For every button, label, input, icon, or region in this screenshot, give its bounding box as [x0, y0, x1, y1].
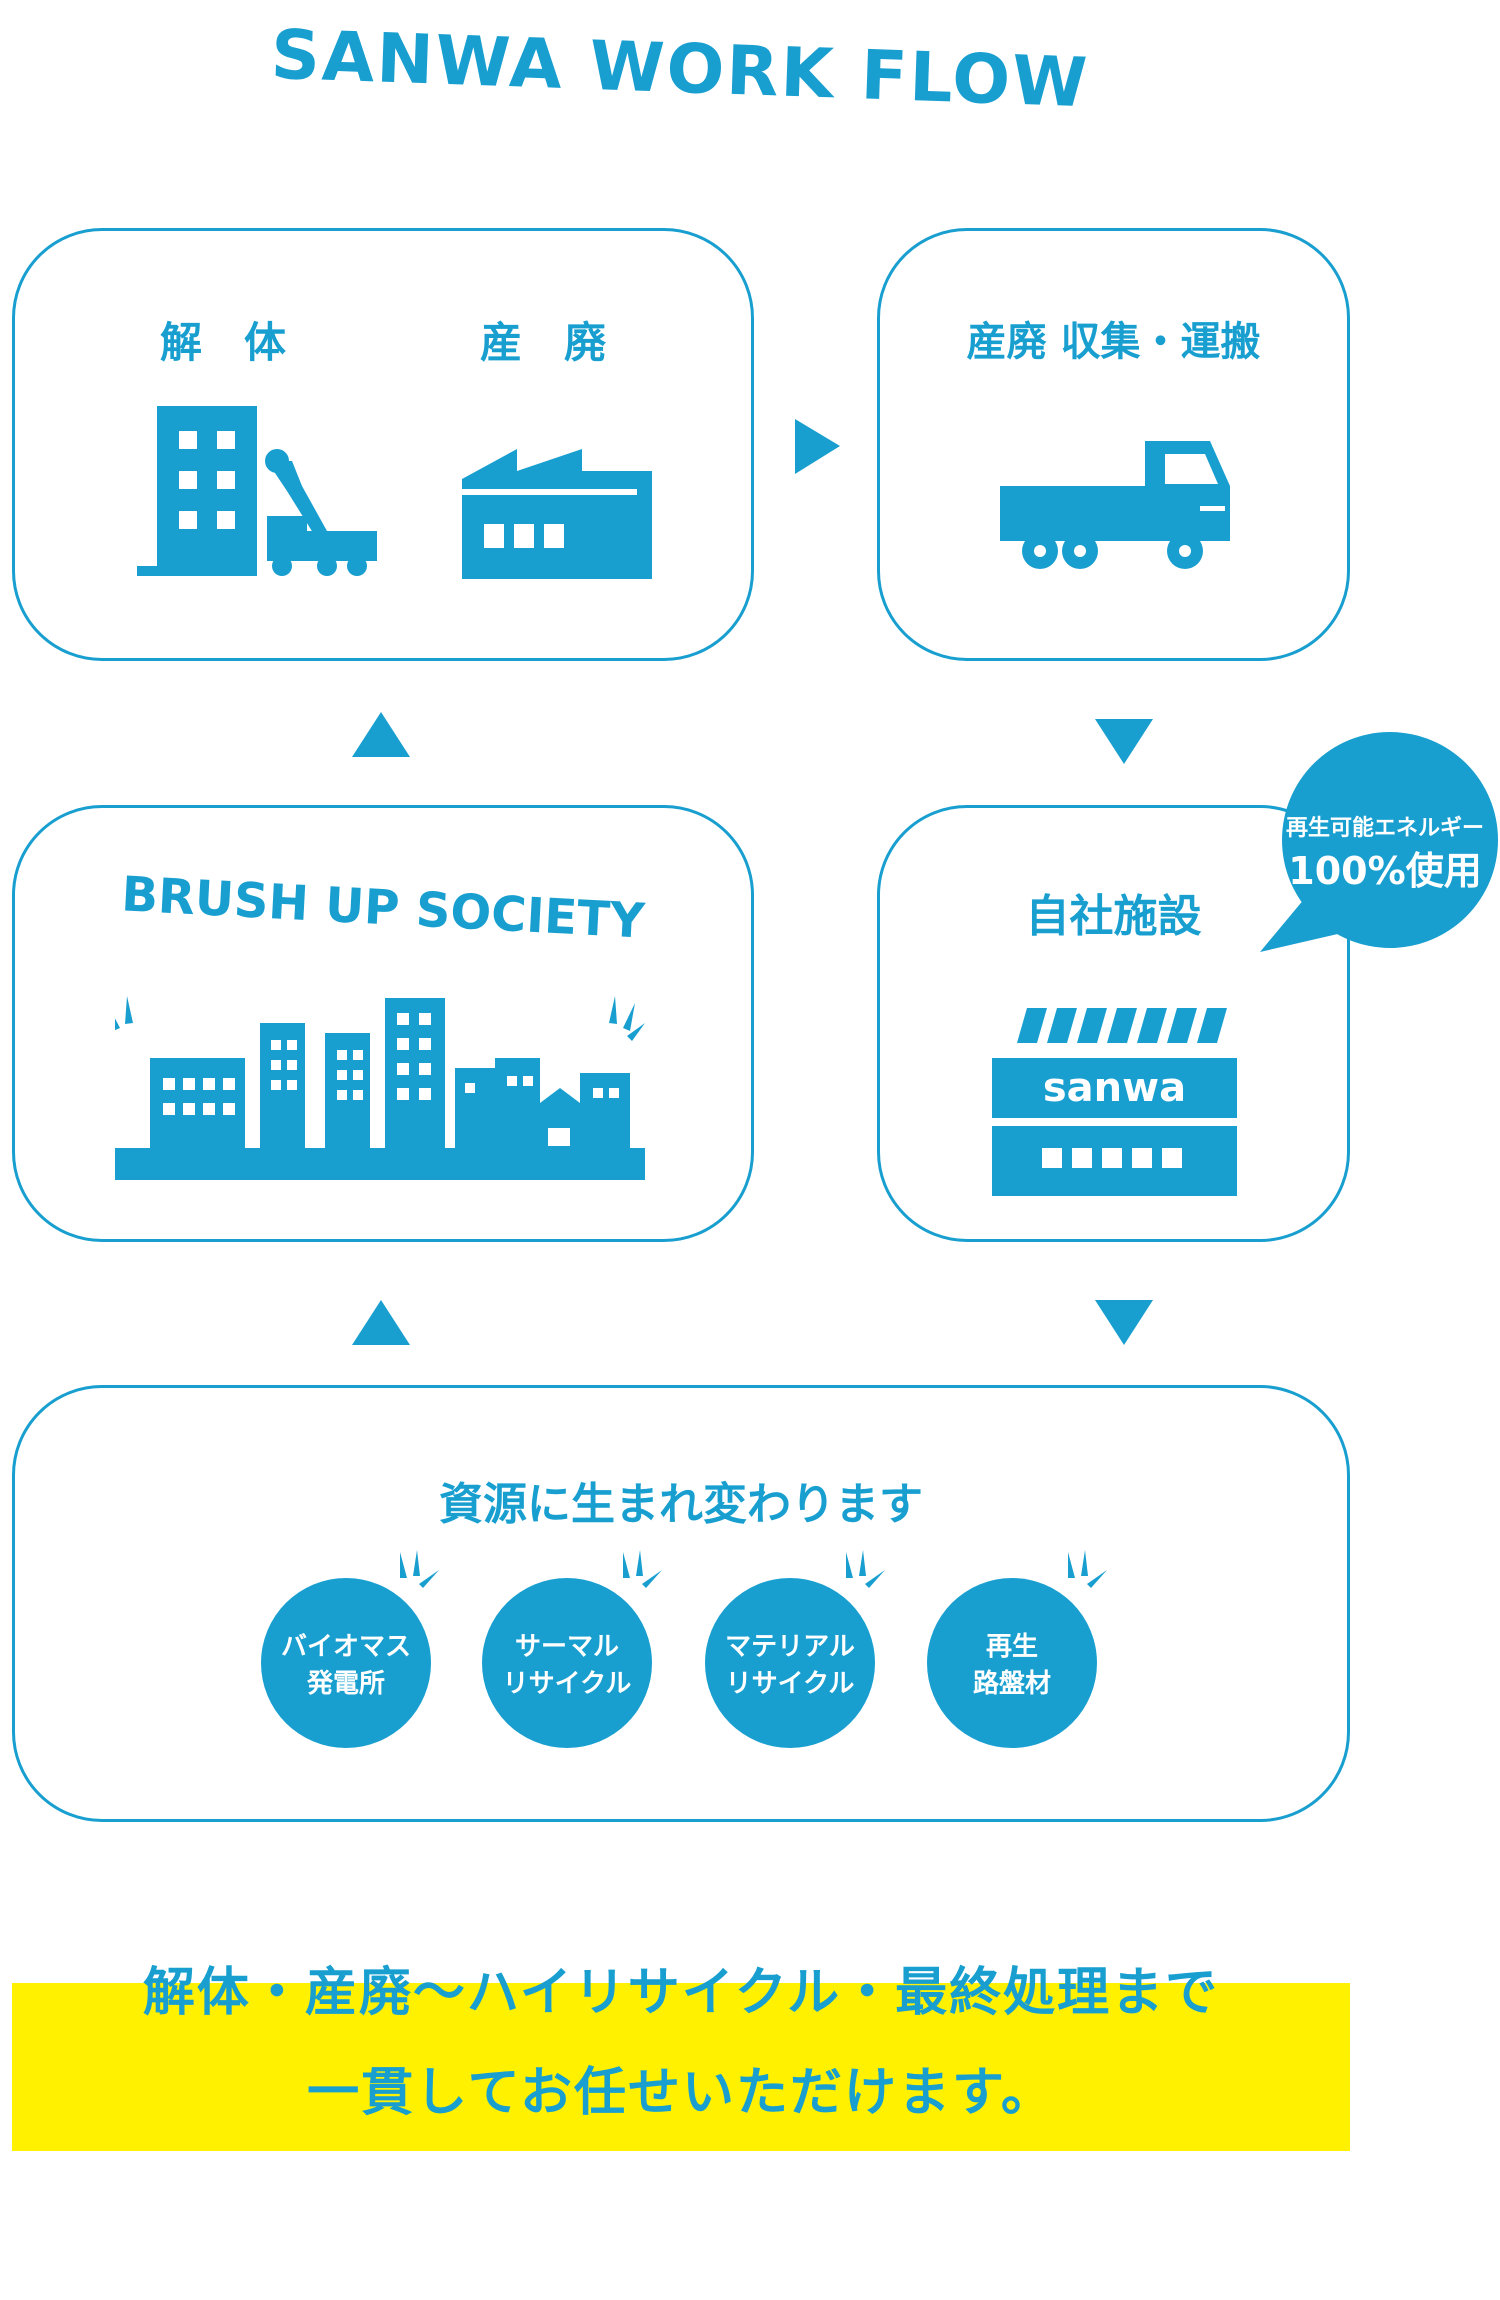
circle-thermal-line1: サーマル — [514, 1632, 619, 1662]
facility-building-icon — [992, 1008, 1237, 1196]
circle-material: マテリアル リサイクル — [705, 1578, 875, 1748]
brush-up-society-box: BRUSH UP SOCIETY — [12, 805, 754, 1242]
circle-roadbed: 再生 路盤材 — [927, 1578, 1097, 1748]
industrial-waste-label: 産 廃 — [480, 318, 607, 367]
sparkle-icon-2 — [623, 1550, 662, 1588]
circle-biomass-line2: 発電所 — [306, 1669, 385, 1699]
circle-biomass: バイオマス 発電所 — [261, 1578, 431, 1748]
arrow-down-icon-2 — [1095, 1300, 1153, 1345]
own-facility-label: 自社施設 — [1025, 891, 1202, 942]
building-crane-icon — [137, 406, 377, 576]
footer-line2: 一貫してお任せいただけます。 — [307, 2063, 1055, 2123]
resources-label: 資源に生まれ変わります — [439, 1479, 923, 1530]
circle-roadbed-line1: 再生 — [985, 1632, 1038, 1662]
page-title: SANWA WORK FLOW — [269, 15, 1091, 124]
circle-thermal-line2: リサイクル — [502, 1669, 632, 1699]
brush-up-society-label: BRUSH UP SOCIETY — [120, 866, 646, 950]
circle-thermal: サーマル リサイクル — [482, 1578, 652, 1748]
demolition-label: 解 体 — [160, 318, 287, 367]
speech-bubble-icon — [1260, 732, 1498, 952]
circle-material-line1: マテリアル — [725, 1632, 855, 1662]
factory-icon — [462, 449, 652, 579]
bubble-text-line2: 100%使用 — [1288, 849, 1482, 893]
facility-sign: sanwa — [1042, 1065, 1187, 1111]
circle-biomass-line1: バイオマス — [280, 1632, 411, 1662]
circle-material-line2: リサイクル — [725, 1669, 855, 1699]
sparkle-icon-4 — [1068, 1550, 1107, 1588]
circle-roadbed-line2: 路盤材 — [972, 1669, 1051, 1699]
own-facility-box: 自社施設 sanwa — [877, 805, 1350, 1242]
truck-icon — [1000, 441, 1230, 569]
city-skyline-icon — [115, 996, 645, 1180]
transport-label: 産廃 収集・運搬 — [966, 319, 1261, 365]
footer-highlight — [12, 1983, 1350, 2151]
transport-box: 産廃 収集・運搬 — [877, 228, 1350, 661]
arrow-right-icon — [795, 419, 840, 474]
resources-box: 資源に生まれ変わります バイオマス 発電所 サーマル リサイクル マテリアル リ… — [12, 1385, 1350, 1822]
demolition-waste-box: 解 体 産 廃 — [12, 228, 754, 661]
arrow-up-icon-2 — [352, 1300, 410, 1345]
footer-line1: 解体・産廃〜ハイリサイクル・最終処理まで — [142, 1963, 1220, 2023]
arrow-down-icon — [1095, 719, 1153, 764]
arrow-up-icon — [352, 712, 410, 757]
sparkle-icon — [400, 1550, 439, 1588]
sparkle-icon-3 — [846, 1550, 885, 1588]
bubble-text-line1: 再生可能エネルギー — [1285, 816, 1484, 841]
